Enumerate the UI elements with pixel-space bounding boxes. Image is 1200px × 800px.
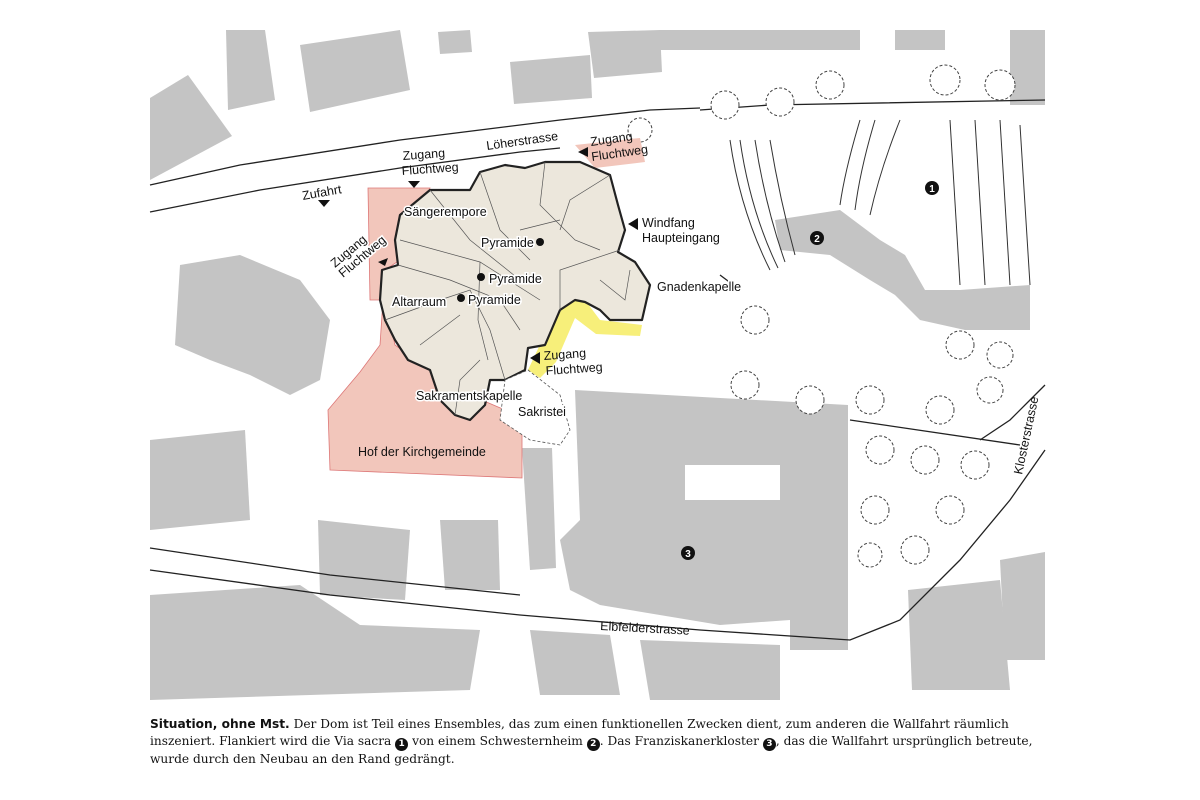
caption-marker-2: 2 xyxy=(586,738,600,751)
caption-text-3: . Das Franziskanerkloster xyxy=(599,734,759,748)
marker-2: 2 xyxy=(810,231,824,245)
label-altarraum: Altarraum xyxy=(392,295,446,309)
svg-text:3: 3 xyxy=(685,549,691,560)
trees xyxy=(627,64,1016,568)
arrow-icon xyxy=(318,200,330,207)
caption-text-2: von einem Schwesternheim xyxy=(412,734,583,748)
surrounding-buildings xyxy=(150,30,1045,700)
via-sacra xyxy=(729,119,1031,286)
label-pyramide-2: Pyramide xyxy=(489,272,542,286)
arrow-icon xyxy=(378,258,388,266)
marker-1: 1 xyxy=(925,181,939,195)
label-pyramide-3: Pyramide xyxy=(468,293,521,307)
caption-text-1: Der Dom ist Teil eines Ensembles, das zu… xyxy=(150,717,1009,748)
zugang-pink-ne xyxy=(575,138,645,168)
pyramide-point xyxy=(477,273,485,281)
marker-3: 3 xyxy=(681,546,695,560)
svg-text:2: 2 xyxy=(814,234,820,245)
site-plan-map: Löherstrasse Zugang Fluchtweg Zugang Flu… xyxy=(149,30,1046,700)
label-windfang: Windfang xyxy=(642,216,695,230)
label-zugang-nw: Zugang xyxy=(402,146,445,163)
figure-caption: Situation, ohne Mst. Der Dom ist Teil ei… xyxy=(150,716,1050,768)
church-dom xyxy=(378,160,652,422)
arrow-icon xyxy=(578,147,588,157)
pyramide-point xyxy=(536,238,544,246)
label-klosterstrasse: Klosterstrasse xyxy=(1011,395,1041,475)
label-zugang-se: Zugang xyxy=(543,346,586,363)
sakristei xyxy=(499,369,571,446)
entrance-arrows xyxy=(318,147,638,364)
label-zugang-ne: Zugang xyxy=(589,129,633,149)
label-haupteingang: Haupteingang xyxy=(642,231,720,245)
label-gnadenkapelle: Gnadenkapelle xyxy=(657,280,741,294)
label-saengerempore: Sängerempore xyxy=(404,205,487,219)
arrow-icon xyxy=(408,181,420,188)
caption-marker-1: 1 xyxy=(395,738,409,751)
label-pyramide-1: Pyramide xyxy=(481,236,534,250)
arrow-icon xyxy=(628,218,638,230)
label-fluchtweg-nw: Fluchtweg xyxy=(401,160,459,178)
label-fluchtweg-se: Fluchtweg xyxy=(545,360,603,378)
arrow-icon xyxy=(530,352,540,364)
svg-text:1: 1 xyxy=(929,184,935,195)
label-hof: Hof der Kirchgemeinde xyxy=(358,445,486,459)
pyramide-point xyxy=(457,294,465,302)
label-elbfelderstrasse: Elbfelderstrasse xyxy=(600,619,690,638)
label-sakristei: Sakristei xyxy=(518,405,566,419)
caption-marker-3: 3 xyxy=(762,738,776,751)
caption-title: Situation, ohne Mst. xyxy=(150,717,290,731)
road-lines xyxy=(149,99,1046,641)
caption-text-4: , das die Wallfahrt ursprünglich betreut… xyxy=(150,734,1033,766)
label-zufahrt: Zufahrt xyxy=(301,182,343,203)
label-sakramentskapelle: Sakramentskapelle xyxy=(416,389,522,403)
